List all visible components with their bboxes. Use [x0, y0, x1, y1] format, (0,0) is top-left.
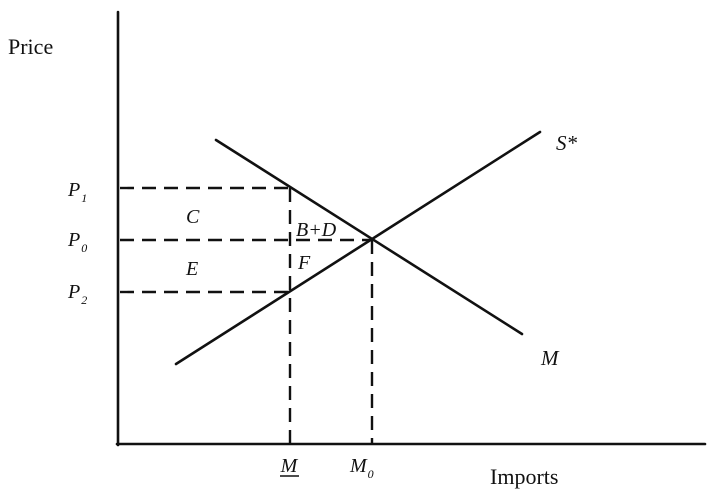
quantity-tick-m0-symbol: M — [349, 455, 368, 477]
price-tick-p2: P2 — [67, 281, 87, 307]
area-f-label: F — [297, 252, 311, 274]
area-c-label: C — [186, 206, 200, 228]
quantity-tick-m0-subscript: 0 — [368, 467, 374, 481]
import-demand-curve — [214, 138, 524, 336]
quantity-tick-m0: M0 — [349, 455, 374, 481]
y-axis-label: Price — [8, 34, 53, 59]
price-tick-p1-symbol: P — [67, 179, 80, 201]
area-bd-label: B+D — [296, 219, 337, 241]
x-axis-label: Imports — [490, 464, 558, 489]
supply-curve-label: S* — [556, 131, 578, 155]
demand-curve-label: M — [540, 346, 560, 370]
price-tick-p0: P0 — [67, 229, 87, 255]
price-tick-p2-subscript: 2 — [81, 293, 87, 307]
price-tick-p0-subscript: 0 — [81, 241, 87, 255]
price-tick-p1-subscript: 1 — [81, 191, 87, 205]
supply-curve — [174, 130, 542, 366]
quantity-tick-m: M — [280, 455, 299, 477]
price-tick-p2-symbol: P — [67, 281, 80, 303]
area-e-label: E — [185, 258, 198, 280]
price-tick-p0-symbol: P — [67, 229, 80, 251]
price-tick-p1: P1 — [67, 179, 87, 205]
